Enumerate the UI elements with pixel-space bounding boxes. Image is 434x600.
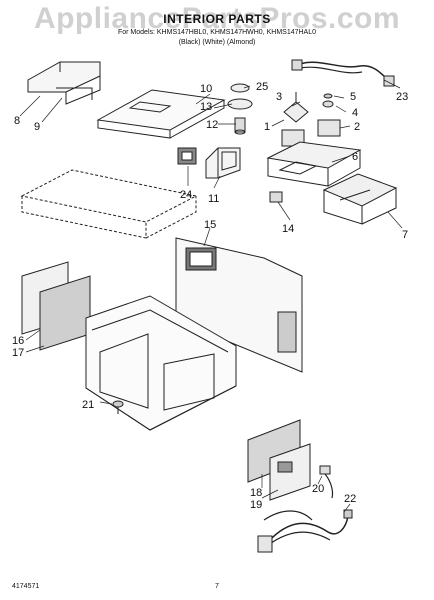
color-list: (Black) (White) (Almond) [178, 39, 256, 46]
callout-3: 3 [276, 91, 282, 103]
callout-4: 4 [352, 107, 358, 119]
callout-11: 11 [208, 193, 219, 205]
callout-16: 16 [12, 335, 24, 347]
callout-22: 22 [344, 493, 356, 505]
leader-lines [19, 79, 403, 513]
part-connector-20 [319, 465, 334, 499]
watermark: AppliancePartsPros.com [33, 2, 401, 35]
callout-8: 8 [14, 115, 20, 127]
callout-20: 20 [312, 483, 324, 495]
part-terminal-18-19 [247, 419, 311, 501]
callout-12: 12 [206, 119, 218, 131]
part-air-guide-7 [322, 173, 398, 225]
part-gasket-24 [177, 147, 197, 165]
part-motor-12-13-25 [227, 83, 253, 135]
document-number: 4174571 [12, 583, 40, 590]
part-plate-10 [96, 89, 226, 139]
page-title: INTERIOR PARTS [163, 12, 271, 26]
callout-23: 23 [396, 91, 408, 103]
callout-9: 9 [34, 121, 40, 133]
part-duct-11 [205, 147, 241, 179]
model-list: For Models: KHMS147HBL0, KHMS147HWH0, KH… [117, 29, 317, 36]
part-harness-23 [291, 59, 395, 87]
callout-14: 14 [282, 223, 294, 235]
callout-1: 1 [264, 121, 270, 133]
part-clip-14 [269, 191, 283, 203]
part-harness-22 [257, 509, 353, 553]
callout-19: 19 [250, 499, 262, 511]
page-number: 7 [215, 583, 219, 590]
part-fan-assembly-1-5 [281, 92, 341, 147]
callout-13: 13 [200, 101, 212, 113]
callout-24: 24 [180, 189, 192, 201]
callout-21: 21 [82, 399, 94, 411]
callout-18: 18 [250, 487, 262, 499]
part-panel-15 [175, 237, 303, 373]
cavity-outline [20, 169, 198, 239]
part-screw-21 [112, 400, 124, 414]
callout-6: 6 [352, 151, 358, 163]
callout-25: 25 [256, 81, 268, 93]
callout-2: 2 [354, 121, 360, 133]
callout-7: 7 [402, 229, 408, 241]
part-filter-16-17 [21, 261, 91, 351]
callout-5: 5 [350, 91, 356, 103]
part-bracket-8-9 [27, 61, 101, 105]
part-base-6 [266, 141, 362, 187]
callout-17: 17 [12, 347, 24, 359]
callout-10: 10 [200, 83, 212, 95]
callout-15: 15 [204, 219, 216, 231]
